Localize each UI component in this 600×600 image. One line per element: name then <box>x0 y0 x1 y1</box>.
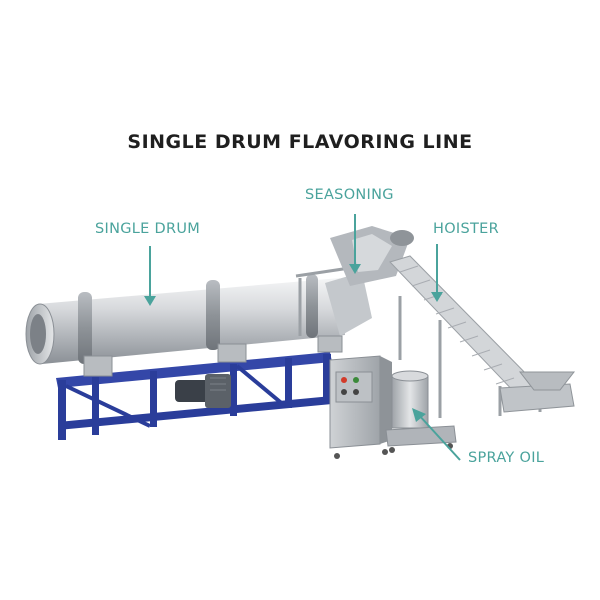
figure-title: SINGLE DRUM FLAVORING LINE <box>127 131 473 153</box>
seasoning-label: SEASONING <box>305 187 394 203</box>
seasoning-unit <box>295 226 414 336</box>
hoister-conveyor <box>389 255 576 418</box>
hoister-label: HOISTER <box>433 221 499 237</box>
single-drum <box>25 272 372 377</box>
spray-oil-label: SPRAY OIL <box>468 450 545 466</box>
single-drum-label: SINGLE DRUM <box>95 221 201 237</box>
callout-arrows <box>144 214 461 461</box>
drum-motor <box>175 374 231 408</box>
control-cabinet <box>329 355 392 459</box>
spray-oil-arrow <box>417 413 461 461</box>
drum-base-frame <box>56 352 332 440</box>
